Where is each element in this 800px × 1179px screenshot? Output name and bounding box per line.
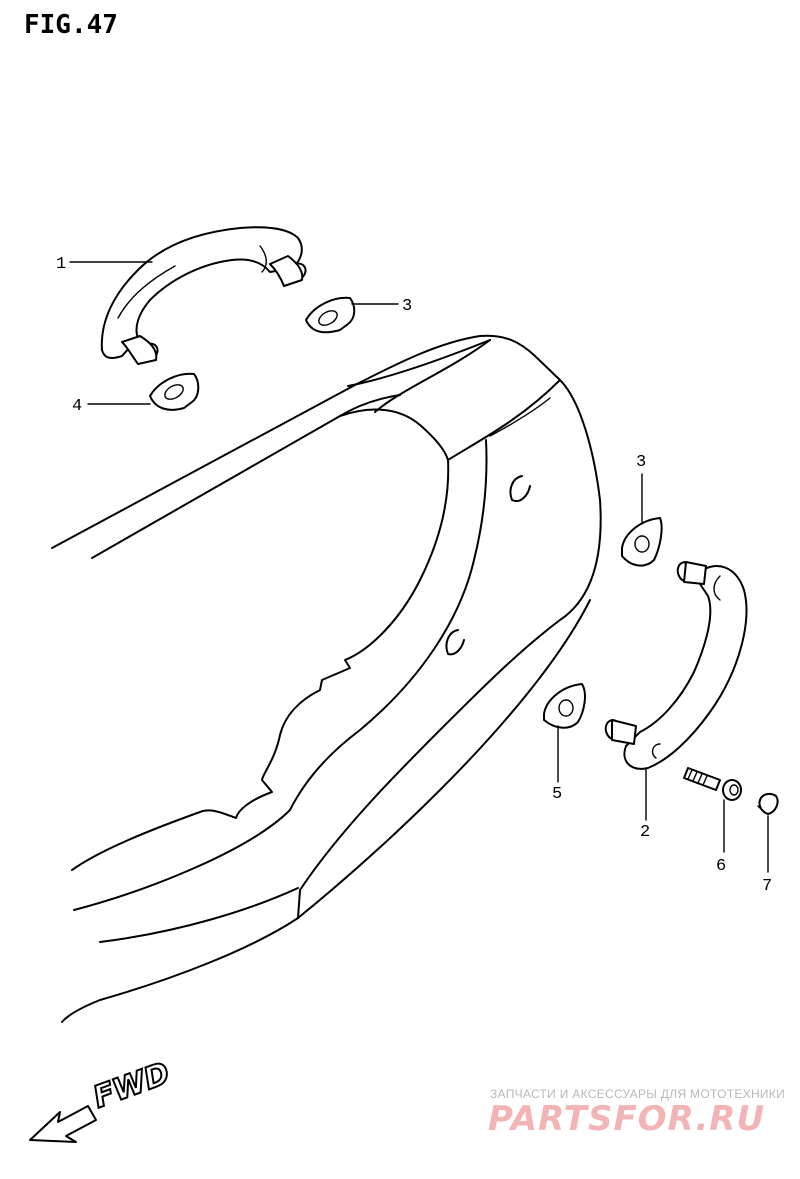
callout-4: 4 — [72, 397, 82, 416]
watermark: ЗАПЧАСТИ И АКСЕССУАРЫ ДЛЯ МОТОТЕХНИКИ PA… — [488, 1087, 785, 1139]
callout-7: 7 — [762, 877, 772, 896]
leader-lines — [69, 261, 769, 873]
forward-direction-indicator: FWD — [29, 1055, 176, 1143]
callout-5: 5 — [552, 785, 562, 804]
callout-3-lower: 3 — [636, 453, 646, 472]
watermark-tagline: ЗАПЧАСТИ И АКСЕССУАРЫ ДЛЯ МОТОТЕХНИКИ — [490, 1087, 785, 1101]
grab-handle-left — [100, 226, 307, 365]
callout-1: 1 — [56, 255, 66, 274]
cap — [757, 792, 779, 815]
watermark-brand: PARTSFOR.RU — [488, 1099, 765, 1139]
seat-tail-cowl — [51, 334, 602, 1023]
handle-cushion-right-lower — [543, 683, 586, 729]
callout-2: 2 — [640, 823, 650, 842]
forward-arrow-icon — [29, 1105, 97, 1143]
bolt — [683, 767, 742, 801]
fwd-label: FWD — [89, 1056, 175, 1116]
handle-cushion-right-upper — [621, 517, 663, 567]
callout-labels: 1 3 4 3 5 2 6 7 — [56, 255, 772, 896]
handle-cushion-upper — [305, 296, 356, 334]
callout-6: 6 — [716, 857, 726, 876]
callout-3-upper: 3 — [402, 297, 412, 316]
grab-handle-right — [604, 561, 748, 770]
handle-cushion-lower — [149, 372, 200, 411]
figure-title: FIG.47 — [24, 10, 118, 40]
